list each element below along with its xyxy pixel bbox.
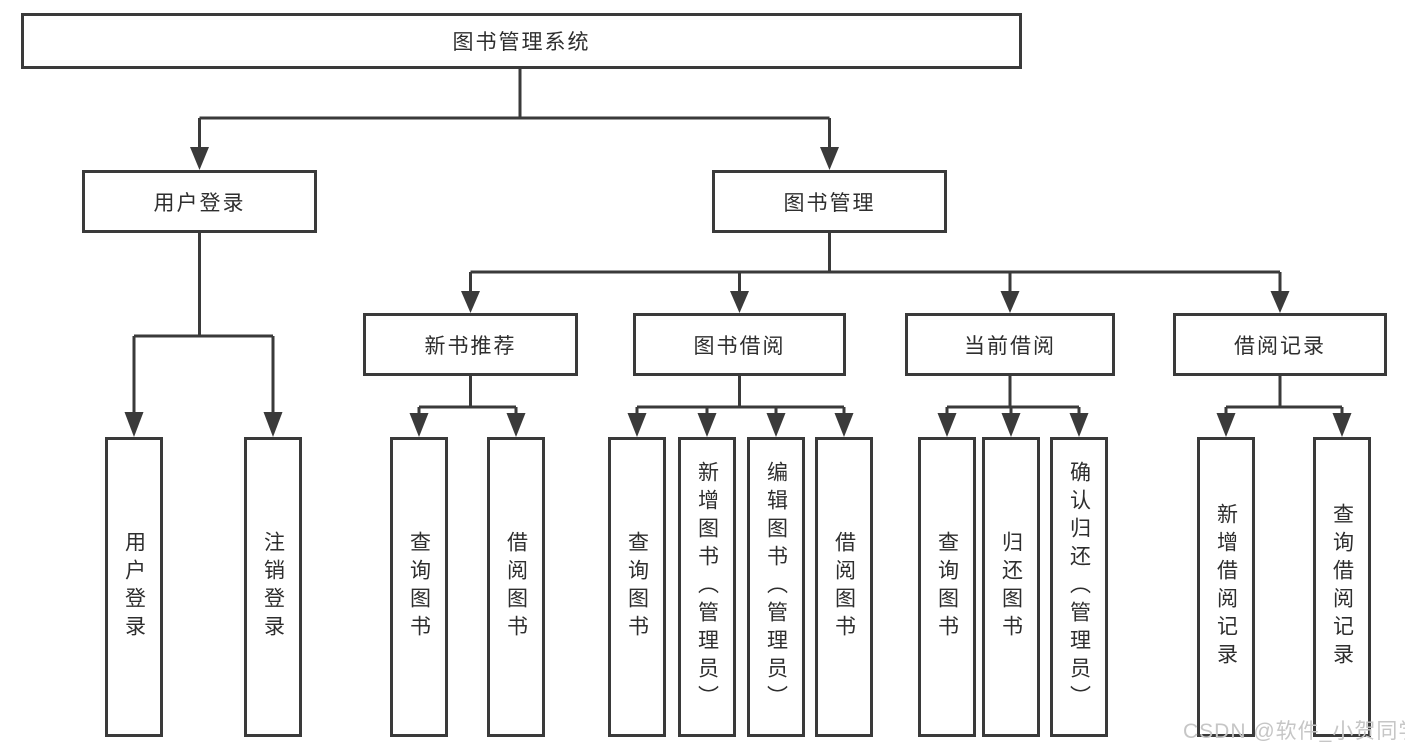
- csdn-watermark: CSDN @软件_小贺同学: [1183, 720, 1405, 743]
- leaf-query-books-3-label: 查询图书: [935, 531, 959, 643]
- leaf-edit-books-admin-label: 编辑图书（管理员）: [764, 461, 788, 713]
- leaf-query-borrow-record: 查询借阅记录: [1313, 437, 1371, 737]
- node-library-system-label: 图书管理系统: [452, 31, 591, 54]
- leaf-query-books-3: 查询图书: [918, 437, 976, 737]
- node-book-borrowing: 图书借阅: [633, 313, 846, 376]
- leaf-add-borrow-record: 新增借阅记录: [1197, 437, 1255, 737]
- node-user-login: 用户登录: [82, 170, 317, 233]
- arrowhead: [409, 413, 429, 437]
- arrowhead: [1000, 291, 1020, 313]
- leaf-edit-books-admin: 编辑图书（管理员）: [747, 437, 805, 737]
- node-user-login-label: 用户登录: [153, 191, 246, 215]
- leaf-confirm-return-admin-label: 确认归还（管理员）: [1067, 461, 1091, 713]
- leaf-return-books-label: 归还图书: [999, 531, 1023, 643]
- arrowhead: [506, 413, 526, 437]
- connector-lines: [132, 69, 1344, 416]
- leaf-query-borrow-record-label: 查询借阅记录: [1330, 503, 1354, 671]
- leaf-user-login: 用户登录: [105, 437, 163, 737]
- node-current-borrowing: 当前借阅: [905, 313, 1115, 376]
- leaf-query-books-1-label: 查询图书: [407, 531, 431, 643]
- leaf-borrow-books-1-label: 借阅图书: [504, 531, 528, 643]
- arrowhead: [937, 413, 957, 437]
- arrowhead: [124, 412, 144, 437]
- arrowhead: [1216, 413, 1236, 437]
- leaf-add-borrow-record-label: 新增借阅记录: [1214, 503, 1238, 671]
- node-book-borrowing-label: 图书借阅: [693, 334, 786, 358]
- leaf-return-books: 归还图书: [982, 437, 1040, 737]
- leaf-add-books-admin-label: 新增图书（管理员）: [695, 461, 719, 713]
- arrowheads: [124, 147, 1352, 437]
- leaf-query-books-1: 查询图书: [390, 437, 448, 737]
- leaf-borrow-books-2-label: 借阅图书: [832, 531, 856, 643]
- node-borrowing-records-label: 借阅记录: [1234, 334, 1326, 358]
- arrowhead: [697, 413, 717, 437]
- arrowhead: [190, 147, 209, 170]
- leaf-query-books-2-label: 查询图书: [625, 531, 649, 643]
- arrowhead: [627, 413, 647, 437]
- leaf-logout: 注销登录: [244, 437, 302, 737]
- leaf-query-books-2: 查询图书: [608, 437, 666, 737]
- node-new-book-recommend-label: 新书推荐: [424, 334, 517, 358]
- leaf-user-login-label: 用户登录: [122, 531, 146, 643]
- arrowhead: [461, 291, 480, 313]
- node-book-management: 图书管理: [712, 170, 947, 233]
- node-current-borrowing-label: 当前借阅: [964, 334, 1056, 358]
- arrowhead: [1069, 413, 1089, 437]
- node-library-system: 图书管理系统: [21, 13, 1022, 69]
- arrowhead: [820, 147, 839, 170]
- arrowhead: [1332, 413, 1352, 437]
- leaf-logout-label: 注销登录: [261, 531, 285, 643]
- arrowhead: [766, 413, 786, 437]
- arrowhead: [1001, 413, 1021, 437]
- leaf-confirm-return-admin: 确认归还（管理员）: [1050, 437, 1108, 737]
- leaf-borrow-books-2: 借阅图书: [815, 437, 873, 737]
- node-borrowing-records: 借阅记录: [1173, 313, 1387, 376]
- arrowhead: [1270, 291, 1290, 313]
- arrowhead: [834, 413, 854, 437]
- leaf-borrow-books-1: 借阅图书: [487, 437, 545, 737]
- node-new-book-recommend: 新书推荐: [363, 313, 578, 376]
- arrowhead: [263, 412, 283, 437]
- node-book-management-label: 图书管理: [783, 191, 876, 215]
- leaf-add-books-admin: 新增图书（管理员）: [678, 437, 736, 737]
- arrowhead: [730, 291, 749, 313]
